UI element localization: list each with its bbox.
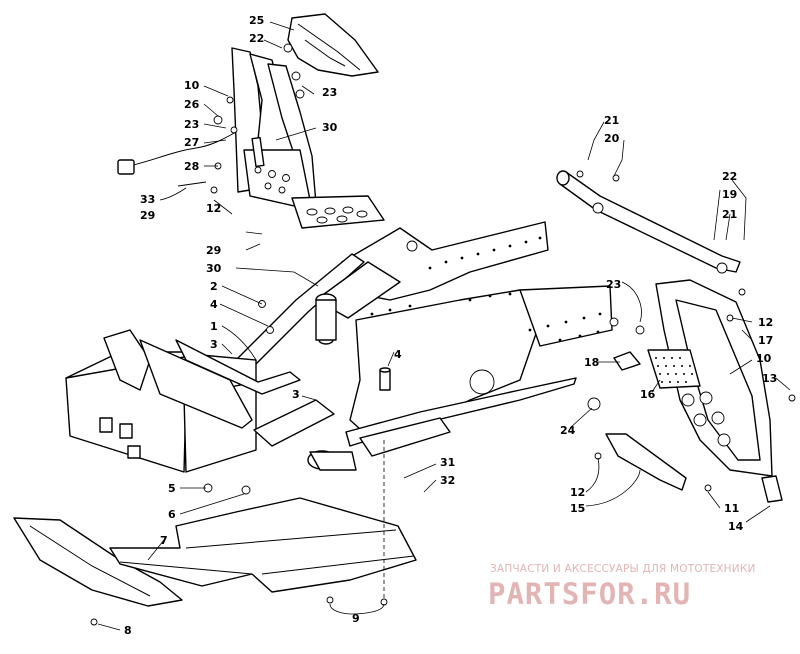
callout-11: 11	[724, 502, 739, 515]
callout-22: 22	[249, 32, 264, 45]
belly-pan-assembly	[13, 440, 417, 626]
callout-10: 10	[184, 79, 200, 92]
callout-10: 10	[756, 352, 772, 365]
callout-31: 31	[440, 456, 455, 469]
callout-23: 23	[184, 118, 199, 131]
callout-16: 16	[640, 388, 656, 401]
callout-29: 29	[140, 209, 155, 222]
callout-17: 17	[758, 334, 773, 347]
callout-20: 20	[604, 132, 620, 145]
callout-19: 19	[722, 188, 737, 201]
frame-rivets	[370, 236, 602, 342]
callout-15: 15	[570, 502, 585, 515]
callout-27: 27	[184, 136, 199, 149]
callout-32: 32	[440, 474, 455, 487]
callout-28: 28	[184, 160, 199, 173]
front-frame-assembly	[203, 170, 796, 503]
callout-12: 12	[758, 316, 773, 329]
watermark-tagline: ЗАПЧАСТИ И АКСЕССУАРЫ ДЛЯ МОТОТЕХНИКИ	[490, 563, 756, 575]
callout-2: 2	[210, 280, 218, 293]
callout-25: 25	[249, 14, 264, 27]
callout-22: 22	[722, 170, 737, 183]
callouts: 25 22 10 26 23 27 28 23 30 33 29 12 29 3…	[124, 14, 777, 637]
grille-mesh	[655, 357, 693, 383]
leader-lines	[97, 21, 791, 631]
callout-23: 23	[606, 278, 621, 291]
chassis-frame	[65, 221, 613, 473]
callout-24: 24	[560, 424, 576, 437]
callout-4: 4	[210, 298, 218, 311]
callout-3: 3	[210, 338, 218, 351]
callout-5: 5	[168, 482, 176, 495]
callout-29: 29	[206, 244, 221, 257]
callout-12: 12	[570, 486, 585, 499]
callout-23: 23	[322, 86, 337, 99]
callout-7: 7	[160, 534, 168, 547]
callout-1: 1	[210, 320, 218, 333]
callout-30: 30	[206, 262, 222, 275]
callout-8: 8	[124, 624, 132, 637]
callout-14: 14	[728, 520, 744, 533]
callout-12: 12	[206, 202, 221, 215]
callout-30: 30	[322, 121, 338, 134]
callout-4: 4	[394, 348, 402, 361]
watermark-logo: PARTSFOR.RU	[488, 577, 691, 611]
callout-33: 33	[140, 193, 155, 206]
callout-9: 9	[352, 612, 360, 625]
callout-18: 18	[584, 356, 599, 369]
callout-13: 13	[762, 372, 777, 385]
steering-support-assembly	[117, 13, 385, 229]
callout-21: 21	[722, 208, 737, 221]
callout-26: 26	[184, 98, 200, 111]
callout-6: 6	[168, 508, 176, 521]
watermark: ЗАПЧАСТИ И АКСЕССУАРЫ ДЛЯ МОТОТЕХНИКИ PA…	[488, 563, 756, 611]
callout-21: 21	[604, 114, 619, 127]
callout-3: 3	[292, 388, 300, 401]
